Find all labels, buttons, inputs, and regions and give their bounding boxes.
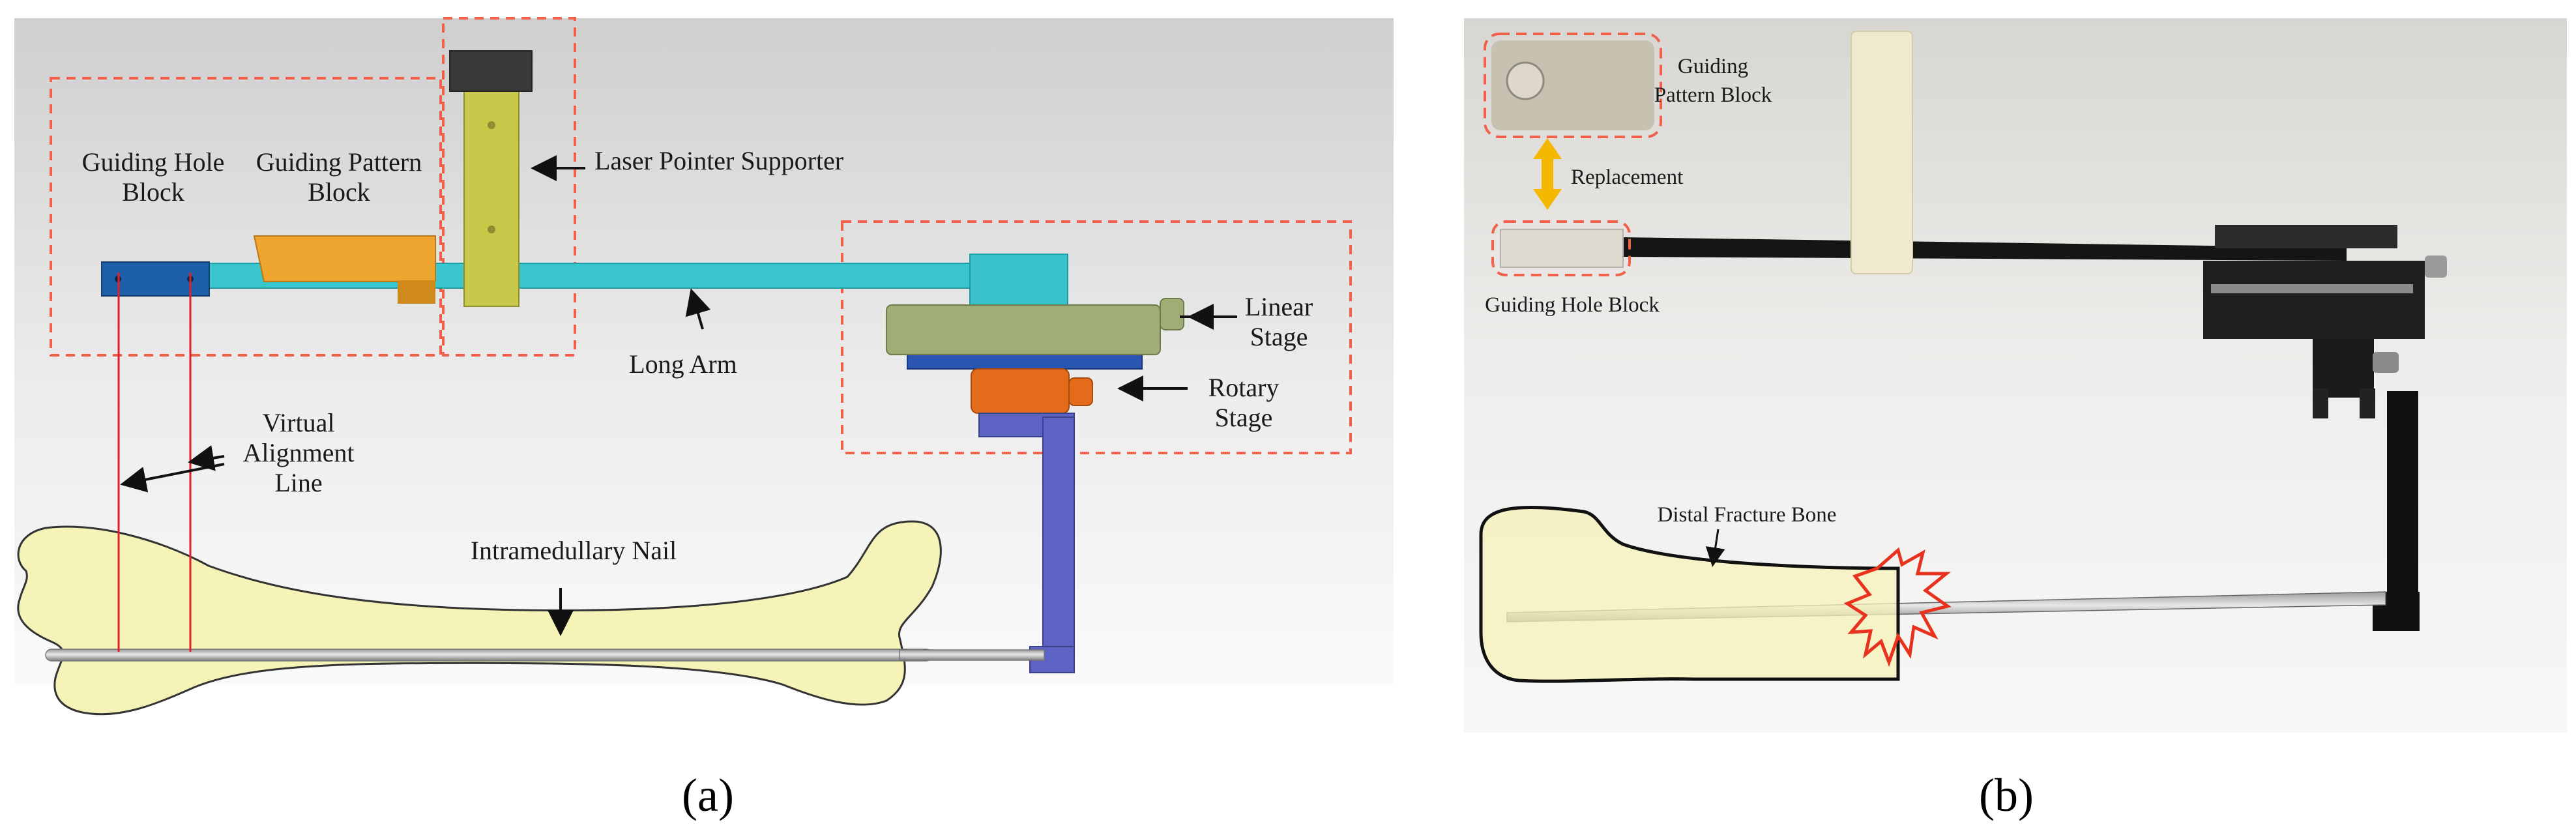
guiding-hole-block-photo xyxy=(1500,229,1624,268)
guiding-hole-block-label-2: Block xyxy=(122,177,184,207)
laser-pointer-supporter-label: Laser Pointer Supporter xyxy=(594,146,843,175)
distal-fracture-bone-label: Distal Fracture Bone xyxy=(1658,503,1837,527)
long-arm-arrow xyxy=(685,288,711,330)
replacement-arrow-down xyxy=(1533,189,1562,210)
nail-connector-rod xyxy=(899,649,1045,661)
rotary-stage-knob xyxy=(1068,377,1093,406)
photo-rotary-stage-knob xyxy=(2373,352,2399,373)
photo-rotary-stage xyxy=(2313,339,2374,398)
photo-linear-stage xyxy=(2203,261,2425,339)
linear-stage-knob xyxy=(1160,298,1184,330)
replacement-arrow-up xyxy=(1533,138,1562,159)
guiding-hole-block-label-1: Guiding Hole xyxy=(82,147,225,177)
supporter-screw xyxy=(488,121,495,129)
guiding-pattern-block-label-2: Block xyxy=(308,177,370,207)
panel-a-caption: (a) xyxy=(682,769,734,821)
replacement-arrow xyxy=(1533,138,1562,210)
panel-a-highlight-boxes xyxy=(50,17,1352,454)
distal-fracture-bone xyxy=(1479,505,1900,683)
intramedullary-nail-label: Intramedullary Nail xyxy=(471,536,677,565)
linear-stage xyxy=(886,304,1161,355)
photo-guiding-pattern-label-2: Pattern Block xyxy=(1654,83,1772,107)
linear-stage-label-2: Stage xyxy=(1250,322,1308,351)
long-arm-label: Long Arm xyxy=(629,349,737,379)
linear-stage-label-1: Linear xyxy=(1245,292,1313,321)
fracture-burst xyxy=(1843,547,1952,667)
rotary-stage-label-2: Stage xyxy=(1215,403,1273,432)
supporter-screw xyxy=(488,226,495,233)
panel-b: Guiding Pattern Block Replacement Guidin… xyxy=(1464,18,2567,821)
rotary-stage xyxy=(971,368,1070,414)
rotary-stage-label-1: Rotary xyxy=(1208,373,1280,402)
guiding-hole-region-box xyxy=(50,77,442,357)
alignment-arrow-right xyxy=(188,445,225,471)
replacement-arrow-shaft xyxy=(1542,155,1553,194)
stage-region-box xyxy=(841,220,1352,454)
photo-linear-stage-knob xyxy=(2425,256,2447,278)
guiding-pattern-block-clamp xyxy=(398,280,435,304)
panel-b-caption: (b) xyxy=(1979,769,2034,821)
guiding-pattern-block xyxy=(253,235,436,282)
femur-bone xyxy=(17,520,942,716)
intramedullary-nail xyxy=(45,649,933,662)
virtual-alignment-label-3: Line xyxy=(274,468,322,497)
panel-a: Guiding Hole Block Guiding Pattern Block… xyxy=(14,17,1394,821)
stage-mount-block xyxy=(969,254,1068,314)
photo-stage-top xyxy=(2215,225,2397,248)
photo-stage-clip xyxy=(2360,388,2375,418)
photo-guiding-hole-label: Guiding Hole Block xyxy=(1485,293,1660,317)
laser-pointer-supporter xyxy=(463,84,520,307)
laser-pointer-region-box xyxy=(442,17,576,357)
virtual-alignment-label-2: Alignment xyxy=(242,438,354,467)
virtual-alignment-label-1: Virtual xyxy=(263,408,335,437)
photo-stage-clip xyxy=(2313,388,2328,418)
photo-linear-stage-scale xyxy=(2211,284,2413,293)
guiding-pattern-hole xyxy=(1506,61,1545,100)
vertical-arm xyxy=(1042,416,1075,672)
photo-vertical-arm xyxy=(2387,391,2418,626)
distal-bone-arrow xyxy=(1705,529,1725,567)
laser-pointer-cap xyxy=(449,50,533,92)
photo-laser-pointer-supporter xyxy=(1851,31,1913,274)
panel-a-background xyxy=(14,18,1394,686)
photo-long-arm xyxy=(1623,237,2347,261)
photo-guiding-pattern-label-1: Guiding xyxy=(1678,55,1748,78)
guiding-hole-block-box xyxy=(1491,220,1631,276)
guiding-pattern-block-label-1: Guiding Pattern xyxy=(256,147,422,177)
guiding-pattern-block-box xyxy=(1484,33,1662,138)
replacement-label: Replacement xyxy=(1571,166,1683,189)
